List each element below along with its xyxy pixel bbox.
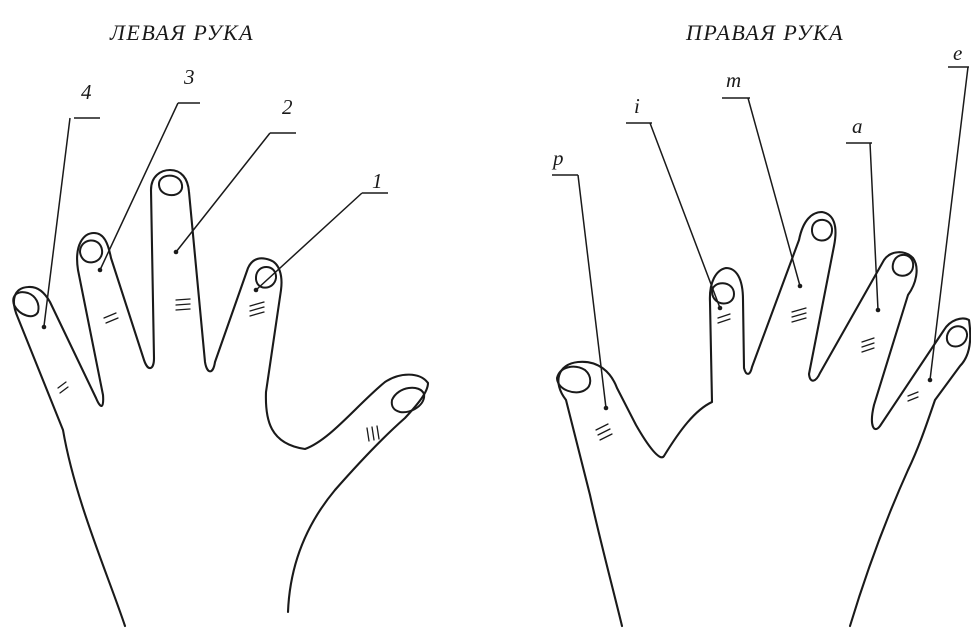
left-hand-nails xyxy=(12,174,426,414)
right-label-ring: a xyxy=(852,114,863,138)
right-label-index: i xyxy=(634,94,640,118)
right-label-thumb: p xyxy=(551,146,564,170)
left-hand-leaders xyxy=(41,102,388,330)
left-hand: 4 3 2 1 xyxy=(12,65,430,628)
right-hand-creases xyxy=(595,307,919,441)
left-label-ring: 3 xyxy=(183,65,195,89)
left-label-middle: 2 xyxy=(282,95,293,119)
left-hand-title: ЛЕВАЯ РУКА xyxy=(109,20,254,45)
left-hand-outline xyxy=(12,168,430,628)
right-hand-outline xyxy=(557,210,971,628)
right-hand: p i m a e xyxy=(551,41,971,628)
right-label-middle: m xyxy=(726,68,741,92)
right-hand-nails xyxy=(555,218,968,394)
right-label-little: e xyxy=(953,41,962,65)
left-label-index: 1 xyxy=(372,169,383,193)
right-hand-title: ПРАВАЯ РУКА xyxy=(685,20,844,45)
left-hand-creases xyxy=(57,298,380,442)
left-label-little: 4 xyxy=(81,80,92,104)
right-hand-leaders xyxy=(552,66,969,411)
